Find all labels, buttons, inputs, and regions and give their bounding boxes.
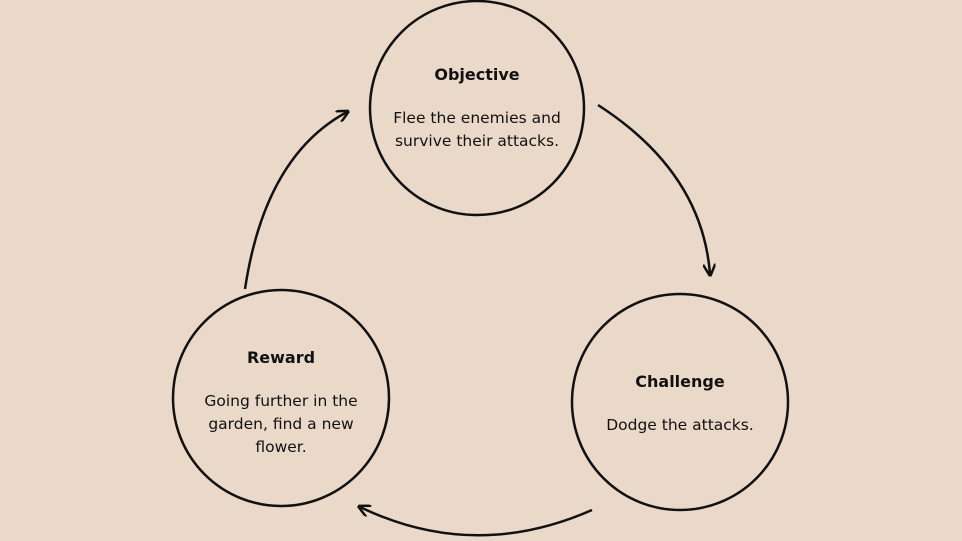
arrow-objective-to-challenge — [597, 103, 710, 274]
objective-node: Objective Flee the enemies and survive t… — [377, 65, 577, 153]
reward-description-line: flower. — [255, 438, 307, 456]
arrow-reward-to-objective — [243, 112, 347, 290]
objective-circle — [368, 0, 586, 217]
reward-title: Reward — [246, 348, 316, 367]
challenge-title: Challenge — [635, 372, 725, 391]
challenge-node: Challenge Dodge the attacks. — [580, 372, 780, 437]
reward-node: Reward Going further in the garden, find… — [181, 348, 381, 459]
challenge-circle — [570, 292, 790, 512]
arrow-challenge-to-reward — [360, 507, 593, 537]
objective-description: Flee the enemies and survive their attac… — [377, 107, 577, 153]
challenge-description: Dodge the attacks. — [580, 414, 780, 437]
objective-title: Objective — [434, 65, 520, 84]
challenge-description-line: Dodge the attacks. — [606, 416, 754, 434]
reward-circle — [171, 288, 391, 508]
reward-description: Going further in the garden, find a new … — [181, 390, 381, 459]
reward-description-line: Going further in the — [204, 392, 358, 410]
reward-description-line: garden, find a new — [208, 415, 354, 433]
objective-description-line: survive their attacks. — [394, 132, 560, 150]
objective-description-line: Flee the enemies and — [393, 109, 561, 127]
